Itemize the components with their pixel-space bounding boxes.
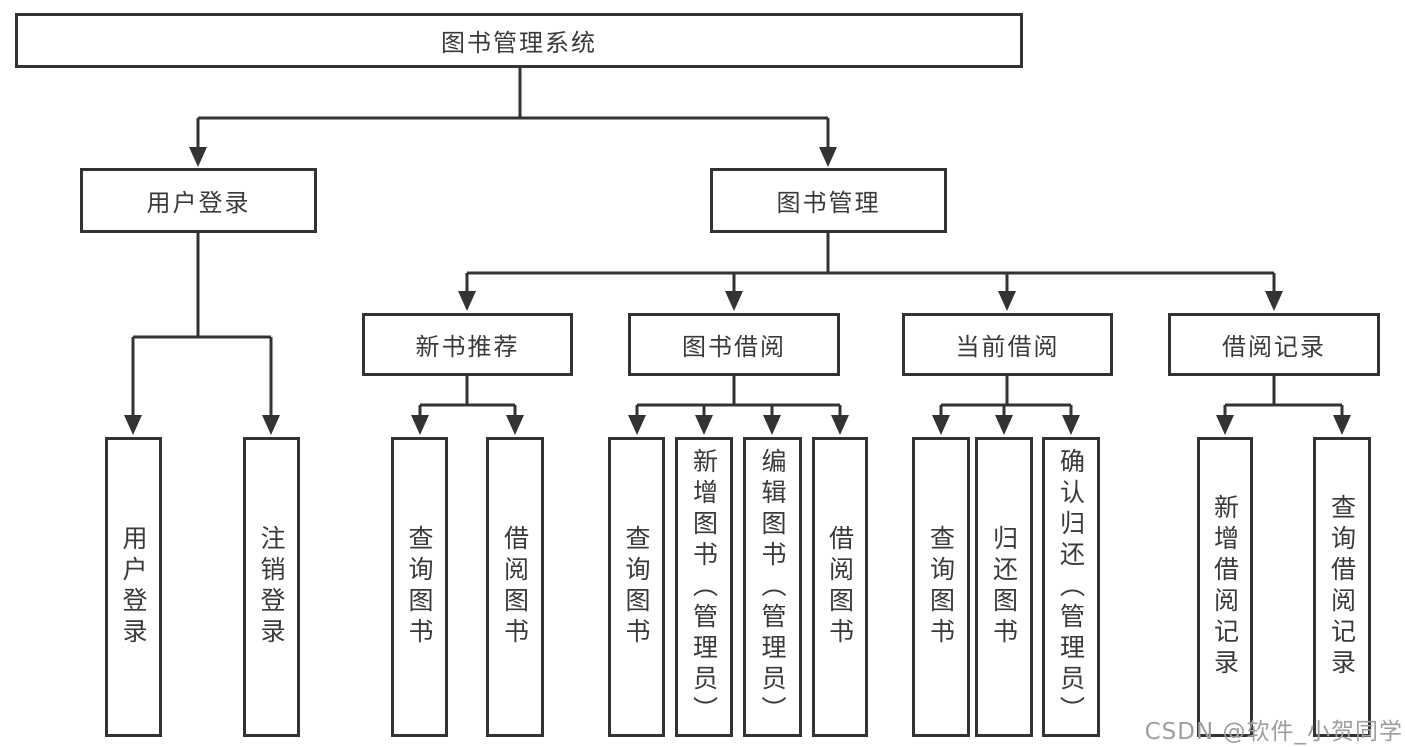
leaf-query-books-recommend: 查询图书 [391,437,448,737]
leaf-confirm-return-admin: 确认归还（管理员） [1042,437,1100,737]
leaf-query-books-borrowing: 查询图书 [608,437,665,737]
leaf-add-borrow-record: 新增借阅记录 [1197,437,1253,737]
node-book-management: 图书管理 [710,168,947,233]
node-current-borrowing: 当前借阅 [902,313,1113,376]
leaf-add-book-admin: 新增图书（管理员） [675,437,733,737]
node-user-login: 用户登录 [80,168,317,233]
leaf-query-borrow-record: 查询借阅记录 [1313,437,1371,737]
leaf-user-login: 用户登录 [105,437,162,737]
node-library-system: 图书管理系统 [15,13,1023,68]
watermark-text: CSDN @软件_小贺同学 [1144,719,1403,745]
leaf-borrow-books-recommend: 借阅图书 [486,437,544,737]
leaf-logout: 注销登录 [243,437,300,737]
node-new-book-recommendation: 新书推荐 [362,313,573,376]
leaf-borrow-books-borrowing: 借阅图书 [812,437,868,737]
leaf-edit-book-admin: 编辑图书（管理员） [743,437,802,737]
node-book-borrowing: 图书借阅 [628,313,840,376]
leaf-return-books: 归还图书 [975,437,1033,737]
leaf-query-books-current: 查询图书 [912,437,970,737]
node-borrowing-records: 借阅记录 [1168,313,1380,376]
